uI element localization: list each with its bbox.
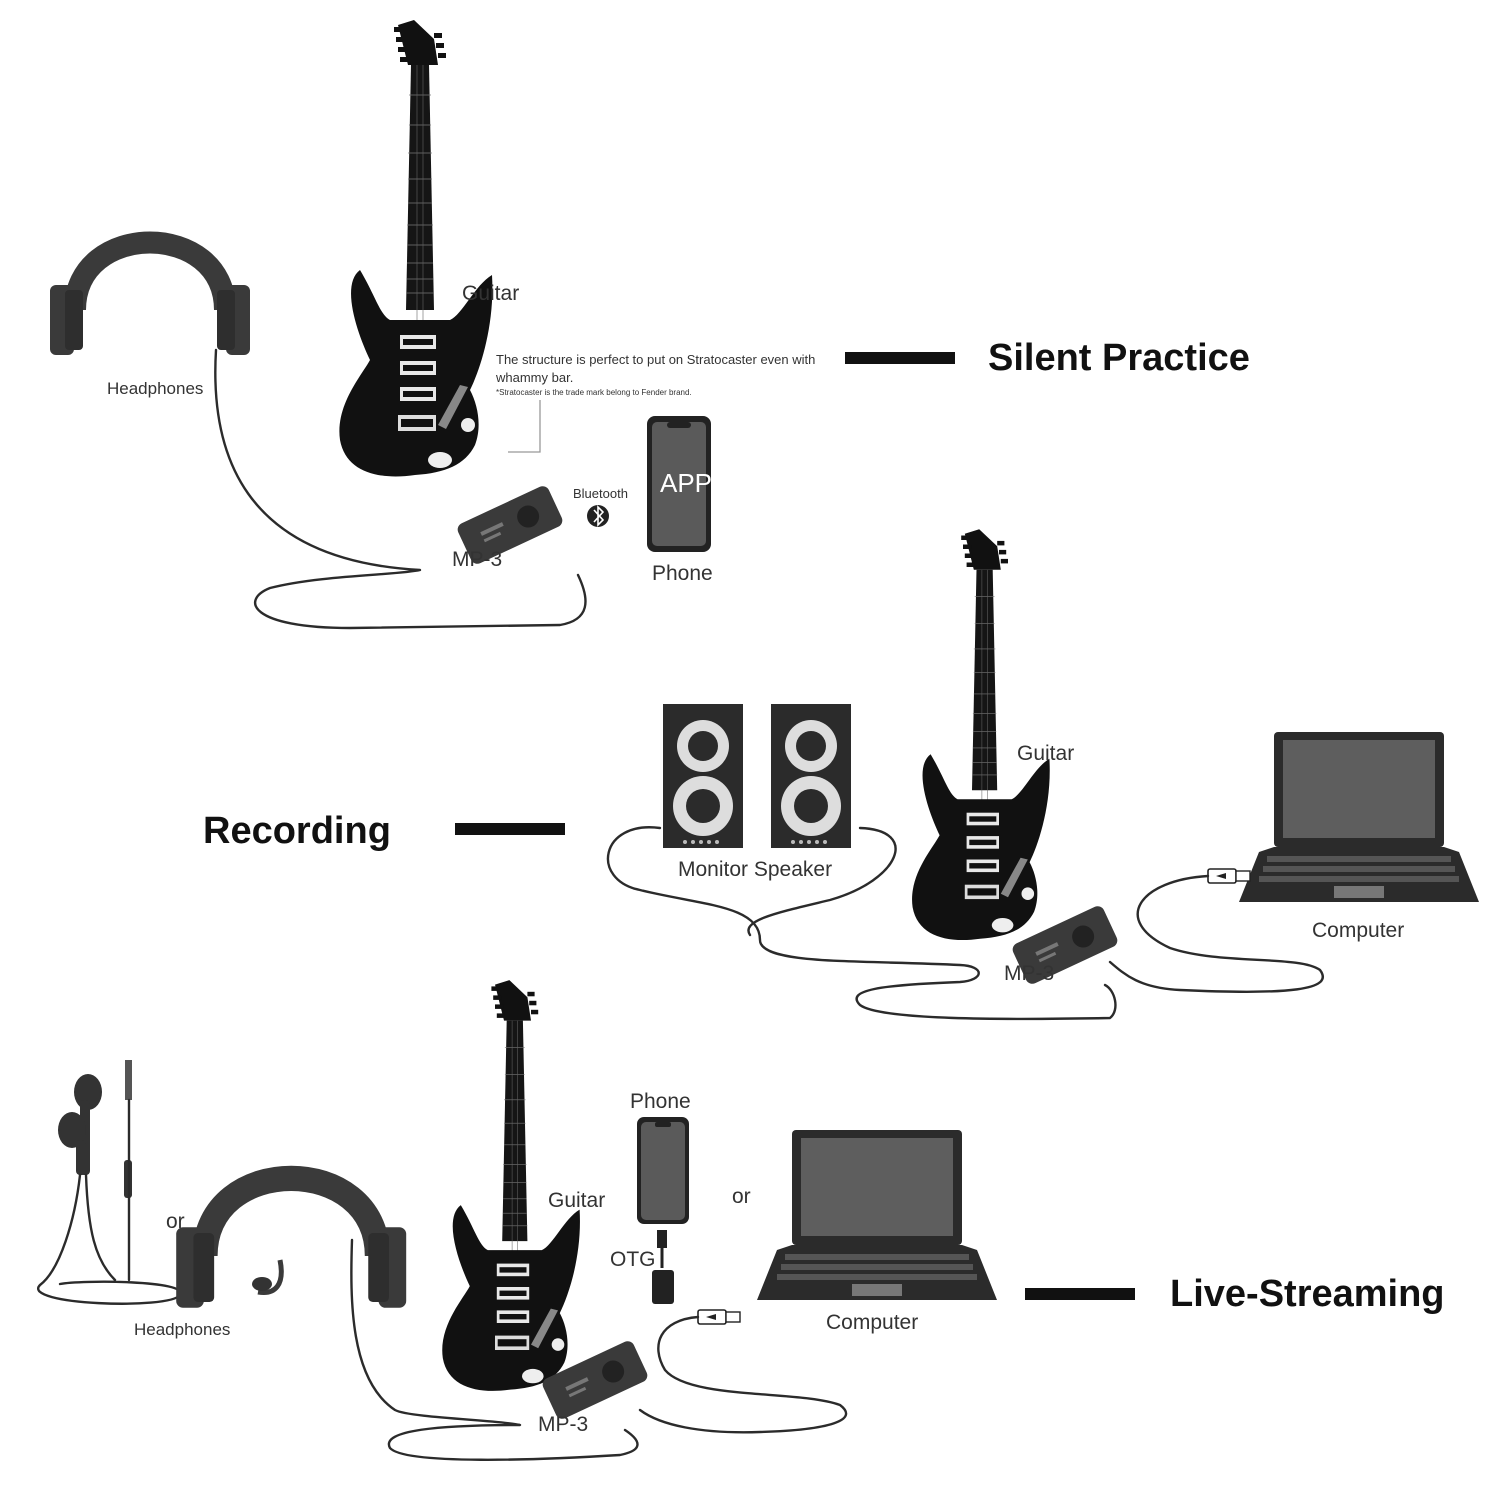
earphones-icon: [36, 1060, 182, 1305]
guitar-icon: [911, 528, 1051, 941]
or-label-1: or: [166, 1210, 185, 1233]
headphones-label: Headphones: [107, 379, 203, 398]
scene-recording: Recording Monitor Speaker Guitar MP-3 Co…: [203, 528, 1479, 1021]
left-speaker-icon: [663, 704, 743, 848]
phone-label: Phone: [652, 562, 713, 585]
stratocaster-note-line2: whammy bar.: [495, 370, 573, 385]
bluetooth-label: Bluetooth: [573, 486, 628, 501]
right-speaker-icon: [771, 704, 851, 848]
headphones-label: Headphones: [134, 1320, 230, 1339]
laptop-icon: [1239, 732, 1479, 902]
left-speaker-cable: [606, 826, 1117, 1021]
usb-cable: [1108, 874, 1324, 993]
mp3-label: MP-3: [538, 1413, 588, 1436]
bluetooth-icon: [587, 505, 609, 527]
otg-adapter-icon: [652, 1230, 674, 1304]
headset-cable: [350, 1238, 639, 1461]
stratocaster-note-line1: The structure is perfect to put on Strat…: [496, 352, 815, 367]
scene-silent-practice: Headphones Guitar The structure is perfe…: [50, 19, 1250, 630]
phone-label: Phone: [630, 1090, 691, 1113]
scene-live-streaming: or Headphones Guitar MP-3 Phone OTG or C…: [36, 979, 1445, 1461]
headset-icon: [176, 1178, 406, 1307]
silent-practice-dash: [845, 352, 955, 364]
guitar-label: Guitar: [1017, 742, 1074, 765]
computer-label: Computer: [826, 1311, 918, 1334]
earphone-cable: [36, 1098, 182, 1305]
trademark-note: *Stratocaster is the trade mark belong t…: [496, 388, 692, 397]
headphone-cable: [214, 348, 587, 630]
right-speaker-cable: [747, 826, 897, 937]
recording-title: Recording: [203, 810, 391, 852]
computer-label: Computer: [1312, 919, 1404, 942]
guitar-label: Guitar: [548, 1189, 605, 1212]
phone-icon: [637, 1117, 689, 1224]
mp3-label: MP-3: [1004, 962, 1054, 985]
guitar-icon: [441, 979, 581, 1392]
live-streaming-title: Live-Streaming: [1170, 1273, 1445, 1315]
guitar-icon: [338, 19, 493, 477]
mp3-label: MP-3: [452, 548, 502, 571]
note-pointer-line: [508, 400, 541, 453]
app-screen-text: APP: [660, 468, 712, 498]
headphones-icon: [50, 243, 250, 356]
guitar-label: Guitar: [462, 282, 519, 305]
silent-practice-title: Silent Practice: [988, 337, 1250, 379]
recording-dash: [455, 823, 565, 835]
monitor-speaker-label: Monitor Speaker: [678, 858, 832, 881]
live-streaming-dash: [1025, 1288, 1135, 1300]
usb-cable: [638, 1315, 848, 1434]
usb-plug-icon: [1207, 868, 1251, 884]
or-label-2: or: [732, 1185, 751, 1208]
laptop-icon: [757, 1130, 997, 1300]
usb-plug-icon: [697, 1309, 741, 1325]
otg-label: OTG: [610, 1248, 656, 1271]
